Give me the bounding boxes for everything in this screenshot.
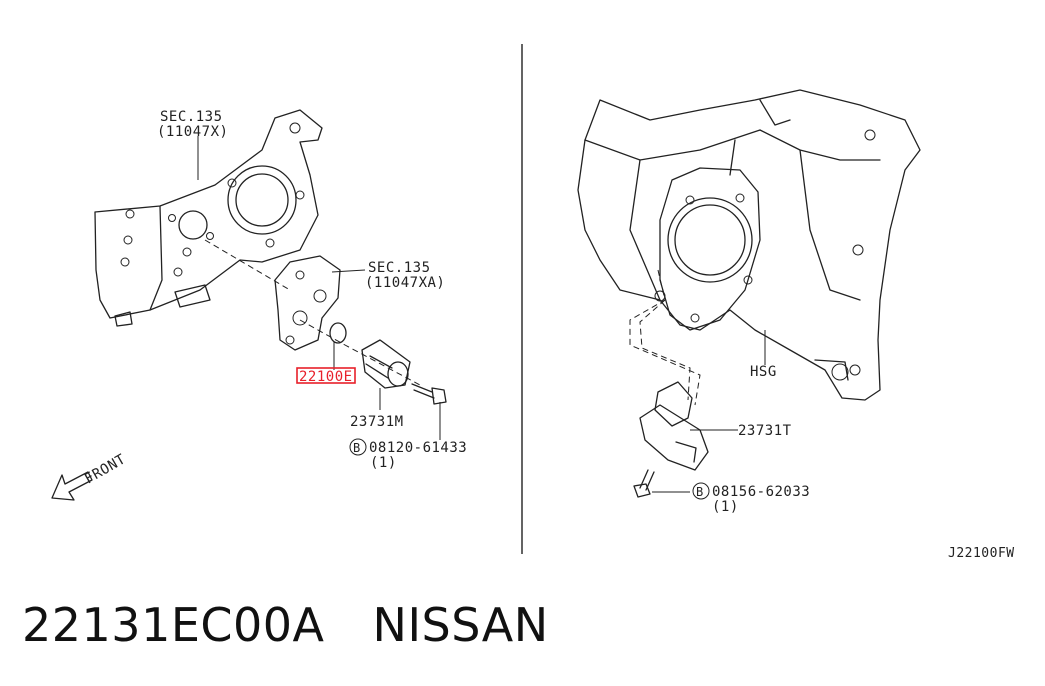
caption-brand: NISSAN [372,598,549,652]
bolt-symbol-circle-left [349,438,367,456]
housing-label: HSG [750,364,777,380]
sec-135-label-1: SEC.135 [160,109,223,125]
cam-sensor-right [639,381,709,471]
sensor-part-number-right: 23731T [738,423,792,439]
highlighted-part-number: 22100E [299,369,353,385]
left-illustration: SEC.135 (11047X) SEC.135 (11047XA) 22100… [51,109,467,501]
sensor-part-number-left: 23731M [350,414,404,430]
caption-part-number: 22131EC00A [22,598,325,652]
crank-sensor-left [361,339,411,389]
sec-135-code-2: (11047XA) [365,275,445,291]
bolt-symbol-circle-right [692,482,710,500]
front-arrow-icon [51,471,93,501]
o-ring [329,322,347,344]
front-cover-plate [94,109,323,319]
bolt-part-number-right: 08156-62033 [712,484,810,500]
bolt-quantity-left: (1) [370,455,397,471]
figure-code: J22100FW [948,546,1015,561]
bolt-right [633,469,655,498]
front-label: FRONT [82,451,129,487]
engine-housing [577,89,921,401]
sec-135-code-1: (11047X) [157,124,228,140]
sec-135-label-2: SEC.135 [368,260,431,276]
bolt-part-number-left: 08120-61433 [369,440,467,456]
highlight-box [296,367,356,384]
bolt-symbol-left: B [353,441,361,455]
caption: 22131EC00A NISSAN [22,598,549,652]
bolt-left [411,383,447,405]
adaptor-plate [274,255,341,351]
bolt-symbol-right: B [696,485,704,499]
right-illustration: HSG 23731T B 08156-62033 (1) [577,89,921,515]
parts-diagram: SEC.135 (11047X) SEC.135 (11047XA) 22100… [51,44,1015,561]
bolt-quantity-right: (1) [712,499,739,515]
